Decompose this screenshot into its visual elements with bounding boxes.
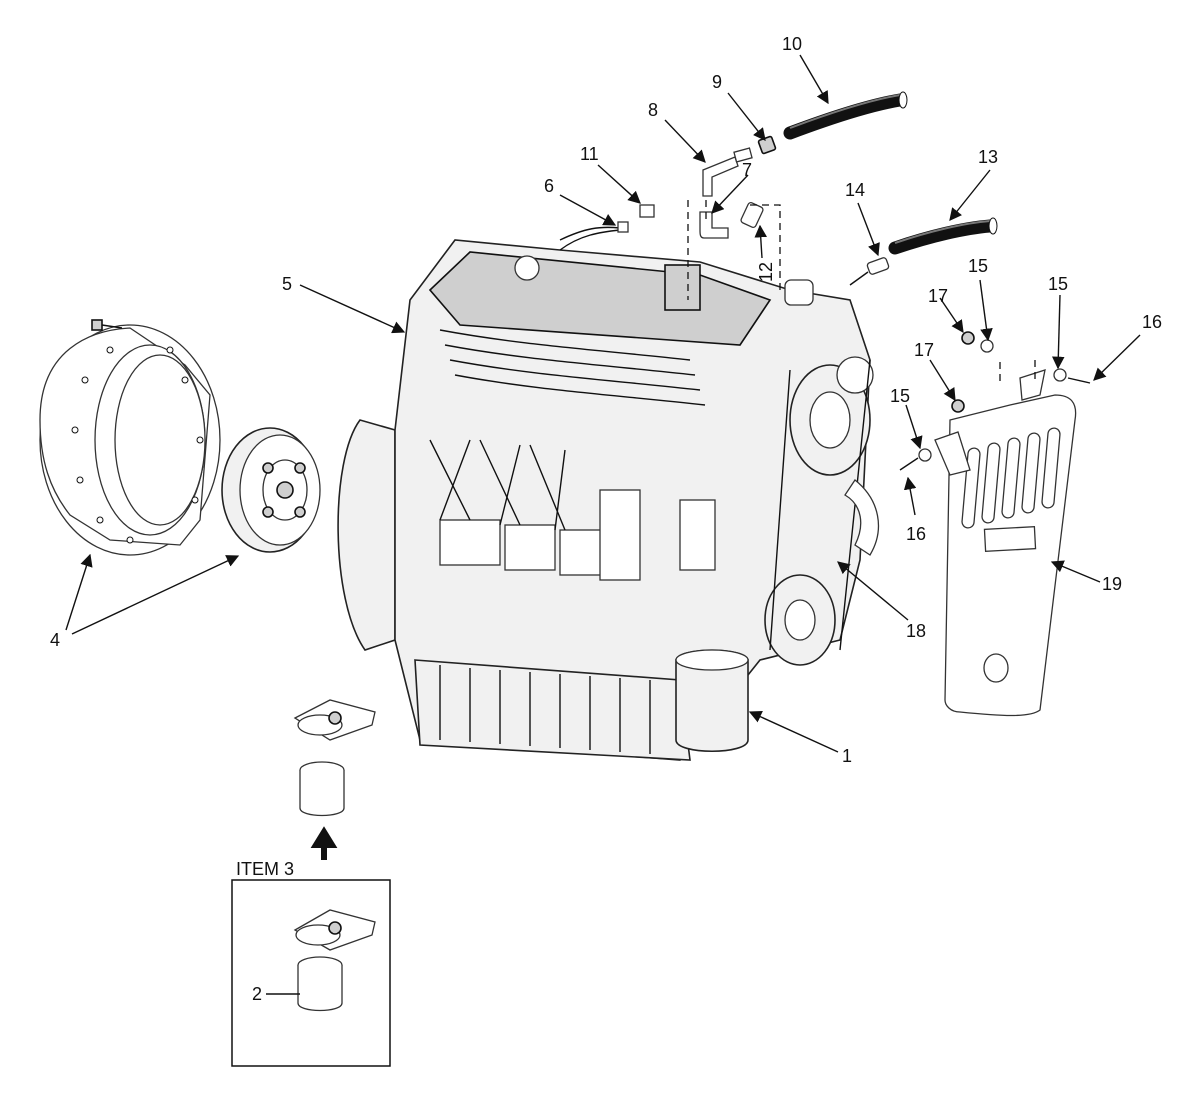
engine-oil-fill-cap [514, 255, 540, 281]
nut-17-upper [961, 331, 975, 345]
engine-top-elbow-port [784, 279, 814, 306]
callout-13: 13 [978, 147, 998, 167]
nut-17-lower [951, 399, 965, 413]
shield-label-plate [983, 526, 1037, 552]
engine-coolant-tube [844, 479, 880, 556]
drive-coupling-plate [221, 427, 321, 553]
alignment-dash-lines [687, 200, 781, 300]
callout-labels: 10 9 8 7 11 6 12 13 14 5 17 15 15 16 17 … [50, 34, 1162, 1004]
callout-15-right: 15 [1048, 274, 1068, 294]
callout-7: 7 [742, 160, 752, 180]
engine-top-sensor-block [664, 264, 701, 311]
bolt-16-left [899, 457, 919, 471]
engine-injection-lines [439, 329, 706, 406]
item-3-title: ITEM 3 [236, 859, 294, 879]
fuel-filter-assembly [293, 699, 376, 817]
callout-17-lower: 17 [914, 340, 934, 360]
callout-15-left: 15 [890, 386, 910, 406]
shield-vent-slots [961, 427, 1061, 529]
callout-16-left: 16 [906, 524, 926, 544]
callout-16-right: 16 [1142, 312, 1162, 332]
callout-11: 11 [580, 144, 599, 164]
washer-15-left [918, 448, 932, 462]
callout-4: 4 [50, 630, 60, 650]
item-3-filter-element [297, 956, 343, 1012]
flywheel-housing-bolt-holes [71, 346, 204, 544]
washer-15-right [1053, 368, 1067, 382]
callout-12: 12 [756, 262, 776, 282]
item-3-filter-head [293, 909, 376, 951]
callout-9: 9 [712, 72, 722, 92]
up-arrow-icon [310, 826, 338, 860]
fitting-14-connector [849, 257, 890, 286]
engine-shield-guard [934, 369, 1077, 717]
callout-5: 5 [282, 274, 292, 294]
callout-1: 1 [842, 746, 852, 766]
callout-14: 14 [845, 180, 865, 200]
callout-8: 8 [648, 100, 658, 120]
callout-leaders [65, 54, 1141, 995]
hardware-nuts-washers [899, 331, 1091, 471]
fitting-11-sender [639, 204, 655, 218]
engine-assembly [337, 239, 880, 761]
engine-intake-ribs [429, 439, 606, 576]
engine-oil-pan-ribs [439, 665, 651, 754]
callout-10: 10 [782, 34, 802, 54]
shield-mount-hole [983, 653, 1009, 683]
flywheel-adapter-housing [39, 319, 221, 556]
fitting-9-nut [757, 135, 777, 155]
flywheel-housing-bolt [91, 319, 123, 331]
callout-19: 19 [1102, 574, 1122, 594]
engine-fuel-pump [599, 489, 641, 581]
engine-flywheel-housing [337, 419, 396, 651]
engine-front-pulleys [764, 356, 874, 666]
callout-2: 2 [252, 984, 262, 1004]
fitting-7-elbow [699, 211, 729, 239]
callout-15-upper: 15 [968, 256, 988, 276]
callout-17-upper: 17 [928, 286, 948, 306]
fitting-12-connector [740, 201, 764, 229]
shield-upper-bracket [1019, 369, 1046, 401]
washer-15-upper [980, 339, 994, 353]
oil-filter [675, 649, 749, 752]
callout-18: 18 [906, 621, 926, 641]
bolt-16-right [1067, 377, 1091, 384]
fitting-6-wire [559, 221, 629, 251]
hose-10 [783, 91, 908, 140]
engine-side-fitting [679, 499, 716, 571]
callout-6: 6 [544, 176, 554, 196]
shield-lower-bracket [934, 431, 971, 476]
fitting-8-elbow [702, 147, 753, 197]
item-3-inset: ITEM 3 [231, 859, 391, 1067]
engine-oil-pan [414, 659, 691, 761]
hose-13 [888, 217, 998, 255]
